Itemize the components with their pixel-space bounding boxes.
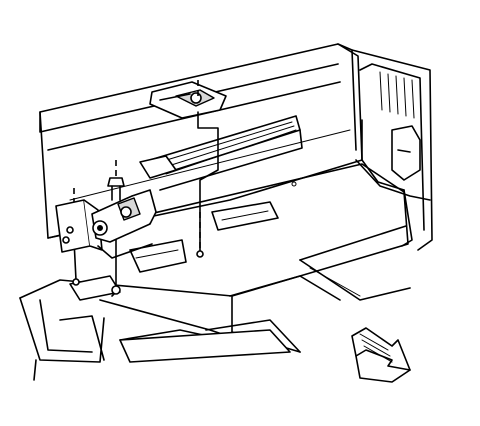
upper-latch-bracket (149, 81, 227, 119)
cargo-floor (19, 163, 411, 353)
pivot-bracket-assembly (55, 189, 157, 259)
bolt-icon (107, 177, 125, 201)
rear-body-corner (351, 49, 433, 251)
front-direction-arrow-icon (351, 327, 411, 383)
stowage-rail (139, 115, 303, 191)
nut-icon (72, 250, 204, 295)
lower-sill (19, 297, 291, 381)
